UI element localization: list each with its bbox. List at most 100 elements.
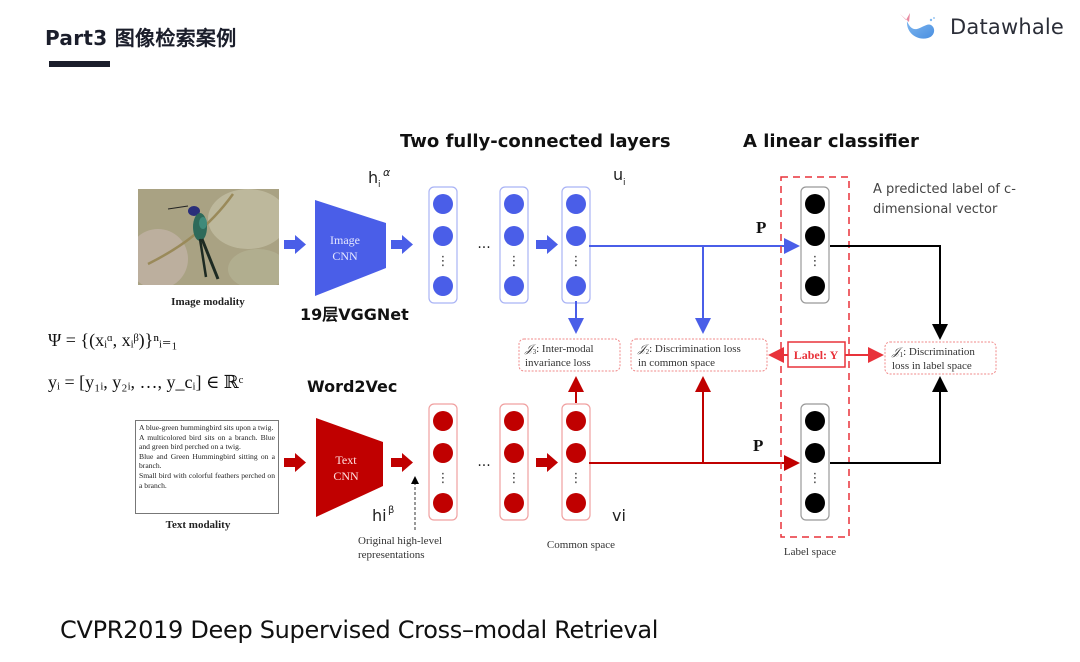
loss-j2: 𝒥2: Discrimination loss in common space — [630, 338, 768, 372]
text-label-prediction-column: ⋮ — [800, 403, 830, 521]
neuron-node — [504, 226, 524, 246]
loss-line1: : Inter-modal — [536, 343, 594, 355]
image-fc-layer-2: ⋮ — [499, 186, 529, 304]
text-modality-box: A blue-green hummingbird sits upon a twi… — [135, 420, 279, 514]
text-feature-arrow — [391, 453, 413, 472]
image-cnn-label: Image — [330, 233, 360, 247]
image-layers-ellipsis: ··· — [477, 240, 490, 256]
vggnet-note: 19层VGGNet — [300, 305, 409, 324]
title-underline — [49, 61, 110, 67]
vertical-dots: ⋮ — [809, 253, 822, 268]
predicted-label-note-2: dimensional vector — [873, 202, 998, 217]
projection-p-image: P — [756, 218, 766, 237]
neuron-node — [566, 411, 586, 431]
image-input-arrow — [284, 235, 306, 254]
text-common-space-column: ⋮ — [561, 403, 591, 521]
loss-line2: loss in label space — [892, 360, 972, 372]
loss-sub: 1 — [900, 351, 904, 359]
text-output-label: vi — [612, 506, 626, 525]
vertical-dots: ⋮ — [570, 253, 583, 268]
neuron-node — [566, 276, 586, 296]
image-common-space-column: ⋮ — [561, 186, 591, 304]
text-cnn-label: Text — [335, 453, 357, 467]
neuron-node — [504, 276, 524, 296]
brand-logo: Datawhale — [898, 10, 1064, 44]
vertical-dots: ⋮ — [437, 253, 450, 268]
text-input-arrow — [284, 453, 306, 472]
neuron-node — [433, 194, 453, 214]
loss-j1: 𝒥1: Discrimination loss in label space — [884, 341, 997, 375]
neuron-node — [566, 493, 586, 513]
loss-sub: 3 — [533, 348, 537, 356]
loss-line2: invariance loss — [525, 357, 591, 369]
common-space-caption: Common space — [547, 539, 615, 551]
neuron-node — [433, 276, 453, 296]
neuron-node — [433, 226, 453, 246]
image-modality-caption: Image modality — [171, 296, 245, 308]
loss-line1: : Discrimination — [903, 346, 975, 358]
sentence: Small bird with colorful feathers perche… — [139, 470, 275, 490]
image-output-label: u i — [613, 165, 626, 188]
neuron-node — [433, 493, 453, 513]
label-y-text: Label: Y — [794, 348, 839, 362]
loss-j3: 𝒥3: Inter-modal invariance loss — [518, 338, 621, 372]
hummingbird-photo — [138, 189, 279, 285]
vertical-dots: ⋮ — [508, 470, 521, 485]
neuron-node — [805, 276, 825, 296]
neuron-node — [566, 226, 586, 246]
text-layers-ellipsis: ··· — [477, 458, 490, 474]
loss-sub: 2 — [646, 348, 650, 356]
neuron-node — [504, 493, 524, 513]
feature-hi: hi — [372, 506, 387, 525]
vertical-dots: ⋮ — [570, 470, 583, 485]
text-cnn-label-2: CNN — [333, 469, 359, 483]
vertical-dots: ⋮ — [508, 253, 521, 268]
logo-text: Datawhale — [950, 15, 1065, 39]
image-label-prediction-column: ⋮ — [800, 186, 830, 304]
image-cnn-block — [315, 200, 386, 296]
output-sub: i — [623, 178, 626, 188]
whale-icon — [900, 13, 935, 39]
text-modality-caption: Text modality — [166, 519, 231, 531]
neuron-node — [566, 194, 586, 214]
original-repr-caption: Original high-level — [358, 535, 442, 547]
sentence: Blue and Green Hummingbird sitting on a … — [139, 451, 275, 471]
image-fc-arrow — [536, 235, 558, 254]
neuron-node — [566, 443, 586, 463]
predicted-label-note: A predicted label of c- — [873, 182, 1016, 197]
slide-title: Part3 图像检索案例 — [45, 26, 237, 50]
footer-caption: CVPR2019 Deep Supervised Cross–modal Ret… — [60, 616, 659, 644]
neuron-node — [433, 411, 453, 431]
neuron-node — [805, 411, 825, 431]
sentence: A multicolored bird sits on a branch. Bl… — [139, 432, 275, 452]
image-feature-arrow — [391, 235, 413, 254]
loss-line1: : Discrimination loss — [649, 343, 741, 355]
image-feature-label: h i α — [368, 166, 391, 190]
neuron-node — [805, 194, 825, 214]
neuron-node — [433, 443, 453, 463]
neuron-node — [805, 226, 825, 246]
text-fc-layer-2: ⋮ — [499, 403, 529, 521]
neuron-node — [504, 194, 524, 214]
feature-sup: α — [383, 166, 391, 179]
fc-layers-title: Two fully-connected layers — [400, 131, 671, 152]
neuron-node — [504, 411, 524, 431]
vertical-dots: ⋮ — [809, 470, 822, 485]
image-fc-layer-1: ⋮ — [428, 186, 458, 304]
svg-text:𝒥3: Inter-modal: 𝒥3: Inter-modal — [524, 343, 594, 356]
feature-sub: i — [378, 180, 381, 190]
word2vec-note: Word2Vec — [307, 377, 397, 396]
text-feature-label: hi β — [372, 505, 394, 525]
output-u: u — [613, 165, 623, 184]
feature-h: h — [368, 168, 378, 187]
image-pred-to-j1 — [830, 245, 948, 340]
text-cnn-block — [316, 418, 383, 517]
svg-text:𝒥1: Discrimination: 𝒥1: Discrimination — [891, 346, 975, 359]
sentence: A blue-green hummingbird sits upon a twi… — [139, 423, 274, 432]
svg-text:𝒥2: Discrimination loss: 𝒥2: Discrimination loss — [637, 343, 741, 356]
loss-line2: in common space — [638, 357, 715, 369]
neuron-node — [805, 493, 825, 513]
formula-psi: Ψ = {(xᵢᵅ, xᵢᵝ)}ⁿᵢ₌₁ — [48, 330, 178, 351]
text-fc-arrow — [536, 453, 558, 472]
